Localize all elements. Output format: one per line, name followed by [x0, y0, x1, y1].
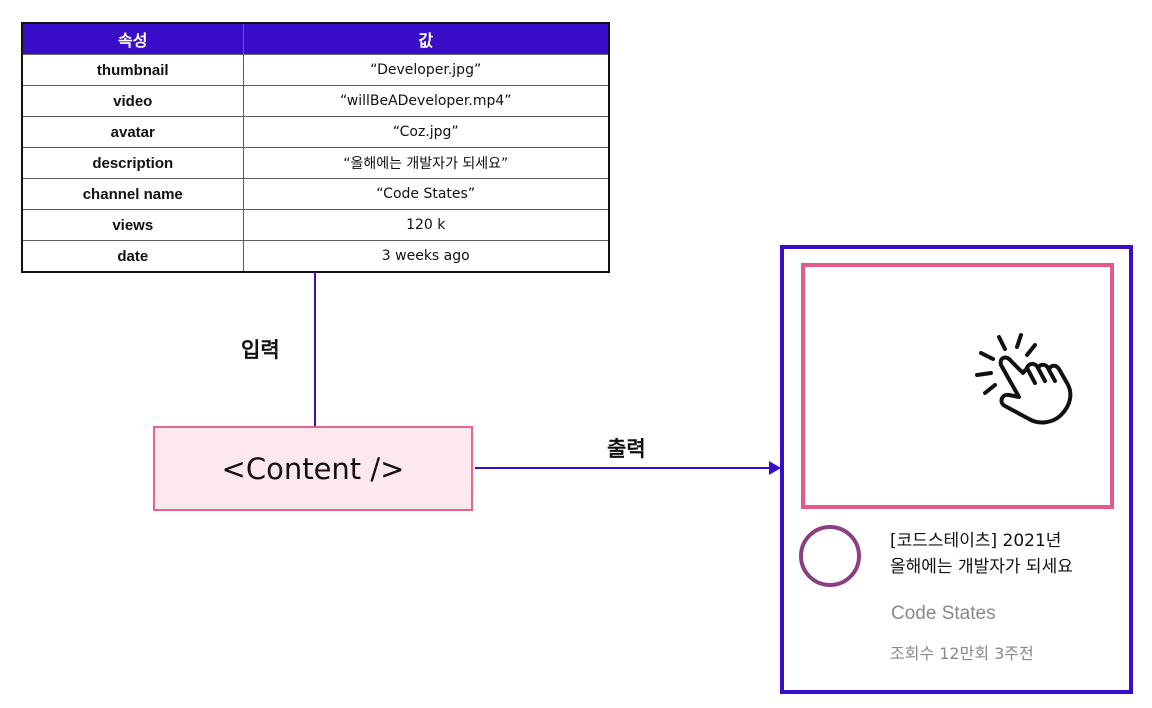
table-header-row: 속성 값 — [21, 22, 610, 55]
output-arrow-head-icon — [769, 461, 781, 475]
row-key: channel name — [21, 178, 244, 210]
row-value: “willBeADeveloper.mp4” — [242, 85, 610, 117]
table-row: views 120 k — [21, 209, 610, 241]
video-title-line-2: 올해에는 개발자가 되세요 — [890, 557, 1073, 577]
output-connector-line — [475, 467, 773, 469]
table-row: avatar “Coz.jpg” — [21, 116, 610, 148]
row-key: thumbnail — [21, 54, 244, 86]
pointing-hand-click-icon — [975, 333, 1073, 425]
output-label: 출력 — [607, 437, 646, 461]
video-thumbnail[interactable] — [801, 263, 1114, 509]
properties-table: 속성 값 thumbnail “Developer.jpg” video “wi… — [21, 22, 610, 273]
row-key: description — [21, 147, 244, 179]
row-key: date — [21, 240, 244, 273]
input-connector-line — [314, 272, 316, 426]
video-meta: 조회수 12만회 3주전 — [890, 644, 1034, 663]
table-row: thumbnail “Developer.jpg” — [21, 54, 610, 86]
header-value: 값 — [242, 22, 610, 55]
row-key: views — [21, 209, 244, 241]
row-key: avatar — [21, 116, 244, 148]
row-key: video — [21, 85, 244, 117]
component-name: <Content /> — [221, 451, 405, 486]
table-row: channel name “Code States” — [21, 178, 610, 210]
table-row: description “올해에는 개발자가 되세요” — [21, 147, 610, 179]
row-value: 120 k — [242, 209, 610, 241]
channel-avatar[interactable] — [799, 525, 861, 587]
video-title[interactable]: [코드스테이츠] 2021년 올해에는 개발자가 되세요 — [890, 528, 1130, 580]
row-value: “올해에는 개발자가 되세요” — [242, 147, 610, 179]
row-value: “Developer.jpg” — [242, 54, 610, 86]
row-value: “Code States” — [242, 178, 610, 210]
channel-name[interactable]: Code States — [891, 603, 996, 624]
video-title-line-1: [코드스테이츠] 2021년 — [890, 531, 1062, 551]
input-label: 입력 — [241, 338, 280, 362]
row-value: “Coz.jpg” — [242, 116, 610, 148]
video-card[interactable]: [코드스테이츠] 2021년 올해에는 개발자가 되세요 Code States… — [780, 245, 1133, 694]
table-row: video “willBeADeveloper.mp4” — [21, 85, 610, 117]
row-value: 3 weeks ago — [242, 240, 610, 273]
header-property: 속성 — [21, 22, 244, 55]
table-row: date 3 weeks ago — [21, 240, 610, 273]
content-component-box: <Content /> — [153, 426, 473, 511]
